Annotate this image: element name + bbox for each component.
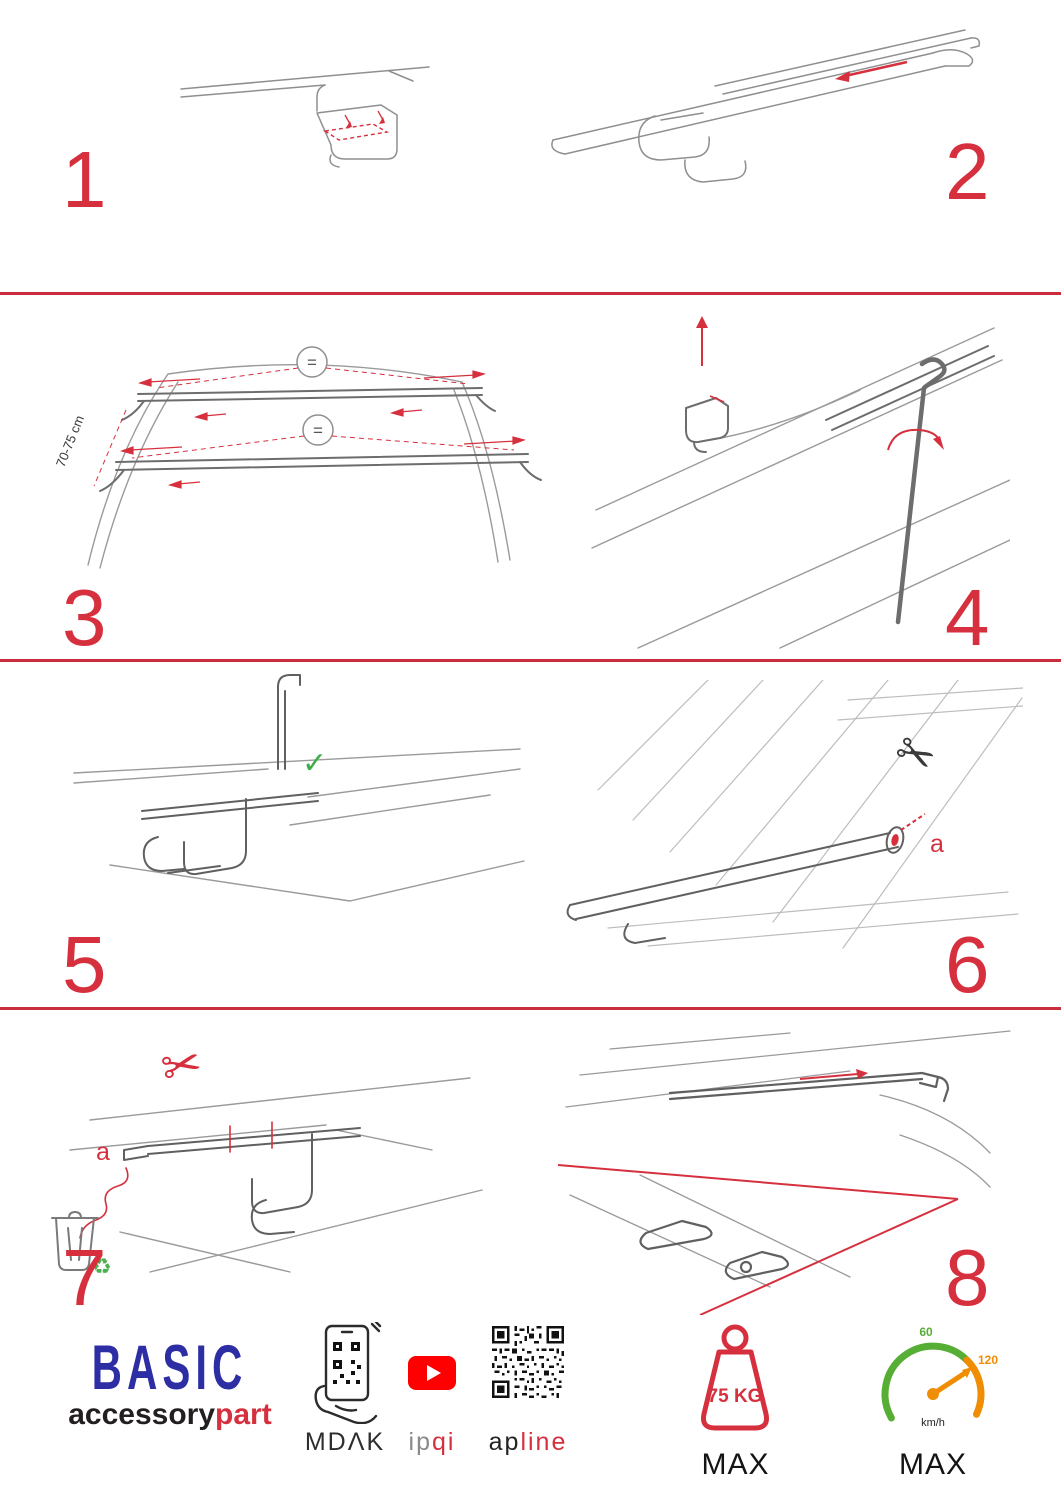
rubber-strip-cut [891,813,926,846]
equal-symbol-top: = [307,353,317,372]
weight-max-label: MAX [701,1448,770,1481]
speed-limit-icon: 60 120 km/h [881,1325,998,1429]
slide-direction-arrow [835,60,908,82]
step-8-number: 8 [945,1233,990,1322]
step-4-number: 4 [945,573,990,662]
step-3-illustration: = = 70-75 cm [53,346,542,569]
pad-insert-highlight [323,110,390,141]
speed-orange-value: 120 [978,1353,998,1367]
step-3-number: 3 [62,573,107,662]
step-1-illustration [180,66,430,168]
step-2-illustration [551,29,981,183]
section-divider-3 [0,1007,1061,1010]
alignment-guides [557,1069,959,1315]
step-6-number: 6 [945,920,990,1009]
weight-limit-icon: 75 KG [701,1324,769,1431]
partner-ipqi-label: ipqi [400,1428,464,1457]
brand-subtitle-black: accessory [68,1398,216,1431]
crossbar-end [566,826,905,945]
tighten-arrows [696,316,944,451]
dimension-arrows [120,370,526,489]
speed-needle [930,1370,968,1397]
weight-value: 75 KG [708,1386,763,1407]
speed-unit: km/h [921,1417,945,1429]
partner-ipqi-gray: ip [408,1428,432,1456]
allen-key [895,357,947,625]
step-6-illustration: ✂ a [566,680,1023,949]
step-7-illustration: ✂ a ♻ [51,1034,483,1280]
youtube-icon [408,1356,456,1390]
step-2-number: 2 [945,127,990,216]
brand-name: BASIC [91,1332,248,1403]
speed-max-label: MAX [898,1448,967,1481]
phone-qr-scan-icon [314,1322,382,1424]
partner-mdak-label: MDΛK [304,1428,386,1456]
dimension-guides [93,367,515,487]
part-label-a: a [96,1138,110,1166]
step-1-number: 1 [62,135,107,224]
section-divider-2 [0,659,1061,662]
scissors-icon: ✂ [886,721,945,787]
brand-logo: BASIC [62,1332,277,1403]
partner-apline-label: apline [480,1428,576,1457]
brand-subtitle: accessorypart [55,1398,285,1432]
step-7-number: 7 [62,1233,107,1322]
partner-ipqi-red: qi [432,1428,456,1456]
recycle-icon: ♻ [92,1255,112,1280]
brand-subtitle-red: part [215,1398,272,1431]
equal-badges [296,346,334,446]
step-4-illustration [591,316,1010,649]
crossbars [99,387,542,492]
qr-code-icon [492,1326,564,1398]
section-divider-1 [0,292,1061,295]
equal-symbol-bottom: = [313,421,323,440]
step-8-illustration [557,1030,1011,1315]
hook-rod [277,674,301,770]
scissors-icon: ✂ [156,1034,207,1097]
speed-green-value: 60 [919,1325,933,1339]
partner-apline-red: line [520,1428,568,1456]
part-label-a: a [930,830,944,858]
step-5-number: 5 [62,920,107,1009]
dimension-label: 70-75 cm [53,413,87,469]
check-icon: ✓ [302,746,327,781]
step-5-illustration: ✓ [73,674,525,902]
partner-apline-black: ap [488,1428,521,1456]
trash-icon [51,1211,99,1271]
cut-marks [79,1121,273,1239]
